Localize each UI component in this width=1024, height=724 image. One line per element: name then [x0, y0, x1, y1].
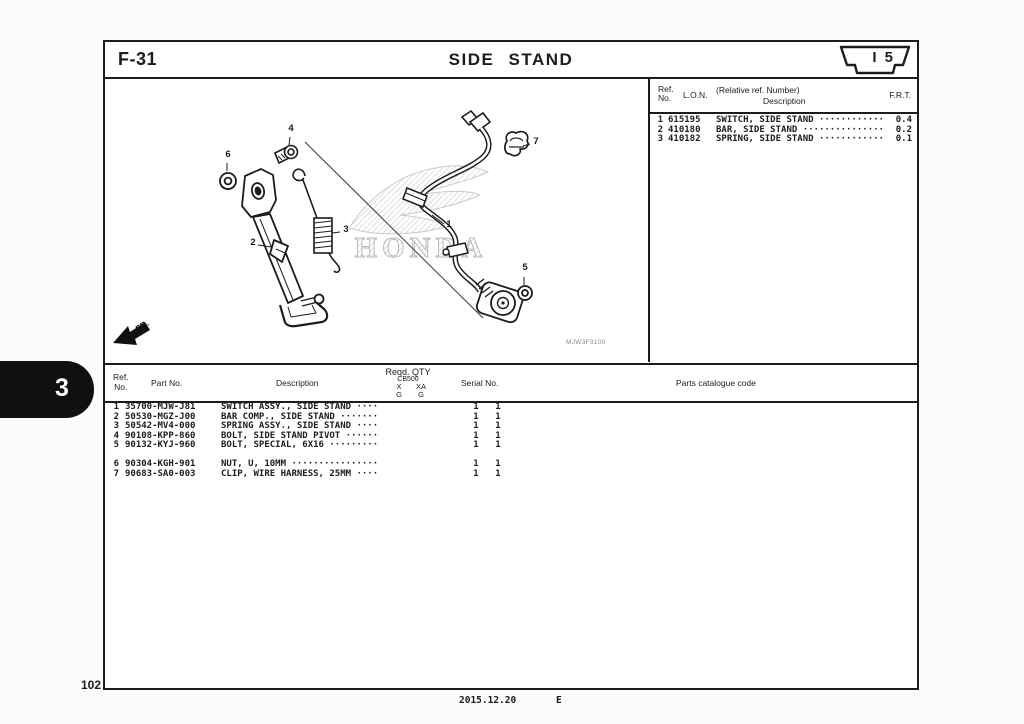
table-row: 6 90304-KGH-901 NUT, U, 10MM ···········… — [113, 458, 501, 469]
col-model: CB500 — [397, 376, 419, 383]
callout-7: 7 — [533, 136, 539, 147]
page-title: SIDE STAND — [448, 50, 574, 69]
parts-table-body: 1 35700-MJW-J81 SWITCH ASSY., SIDE STAND… — [105, 402, 917, 479]
table-row: 1 35700-MJW-J81 SWITCH ASSY., SIDE STAND… — [113, 402, 501, 412]
reference-row: 3 410182 SPRING, SIDE STAND ············… — [657, 134, 912, 145]
frt-col-header: F.R.T. — [889, 90, 911, 100]
page-number: 102 — [81, 678, 102, 692]
fr-direction-arrow-icon: FR. — [113, 318, 151, 345]
col-serial-no: Serial No. — [461, 378, 499, 388]
callout-2: 2 — [250, 237, 256, 248]
callout-1: 1 — [446, 219, 452, 230]
col-type-xa: XA G — [415, 382, 426, 399]
index-badge-label: I 5 — [872, 49, 895, 66]
relative-ref-header: (Relative ref. Number) — [716, 85, 800, 95]
description-col-header: Description — [763, 96, 806, 106]
wire-clip-drawing — [504, 130, 529, 157]
callout-leader-lines — [226, 136, 531, 285]
section-tab-number: 3 — [55, 374, 69, 402]
table-row: 2 50530-MGZ-J00 BAR COMP., SIDE STAND ··… — [113, 411, 501, 422]
spring-drawing — [292, 168, 341, 274]
col-parts-catalogue-code: Parts catalogue code — [676, 378, 756, 388]
reference-rows: 1 615195 SWITCH, SIDE STAND ············… — [650, 115, 917, 145]
reference-panel-header: Ref. No. L.O.N. (Relative ref. Number) D… — [650, 79, 917, 114]
callout-4: 4 — [288, 123, 294, 134]
reference-panel: Ref. No. L.O.N. (Relative ref. Number) D… — [648, 79, 917, 362]
exploded-view-line — [304, 141, 484, 319]
parts-table-header: Ref. No. Part No. Description Reqd. QTY … — [105, 363, 917, 403]
page-code: F-31 — [118, 49, 158, 69]
watermark-text: HONDA — [355, 232, 488, 264]
table-row: 3 50542-MV4-000 SPRING ASSY., SIDE STAND… — [113, 421, 501, 432]
callout-5: 5 — [522, 262, 528, 273]
reference-row: 2 410180 BAR, SIDE STAND ···············… — [657, 124, 912, 135]
callout-3: 3 — [343, 224, 349, 235]
pivot-bolt-drawing — [273, 144, 299, 165]
switch-harness-drawing — [402, 109, 524, 324]
col-part-no: Part No. — [151, 378, 183, 388]
col-type-x: X G — [396, 382, 402, 399]
side-stand-bar-drawing — [241, 168, 329, 328]
table-row: 7 90683-SA0-003 CLIP, WIRE HARNESS, 25MM… — [113, 468, 501, 479]
page-header: F-31 SIDE STAND I 5 — [105, 42, 917, 79]
col-description: Description — [276, 378, 319, 388]
exploded-parts-diagram: HONDA — [113, 109, 533, 345]
ref-col-header: Ref. No. — [658, 84, 674, 103]
nut-drawing — [219, 172, 237, 190]
diagram-code: MJW3F3100 — [566, 339, 606, 346]
section-tab: 3 — [0, 361, 94, 418]
callout-6: 6 — [225, 149, 231, 160]
table-row: 4 90108-KPP-860 BOLT, SIDE STAND PIVOT ·… — [113, 430, 501, 441]
col-ref-no: Ref. No. — [113, 372, 129, 392]
table-row: 5 90132-KYJ-960 BOLT, SPECIAL, 6X16 ····… — [113, 440, 501, 451]
footer-date: 2015.12.20 — [459, 695, 517, 706]
footer-edition: E — [556, 695, 562, 706]
col-reqd-qty: Reqd. QTY — [385, 367, 431, 377]
index-badge-icon — [839, 45, 911, 75]
special-bolt-drawing — [517, 285, 533, 301]
lon-col-header: L.O.N. — [683, 90, 708, 100]
reference-row: 1 615195 SWITCH, SIDE STAND ············… — [657, 115, 912, 125]
